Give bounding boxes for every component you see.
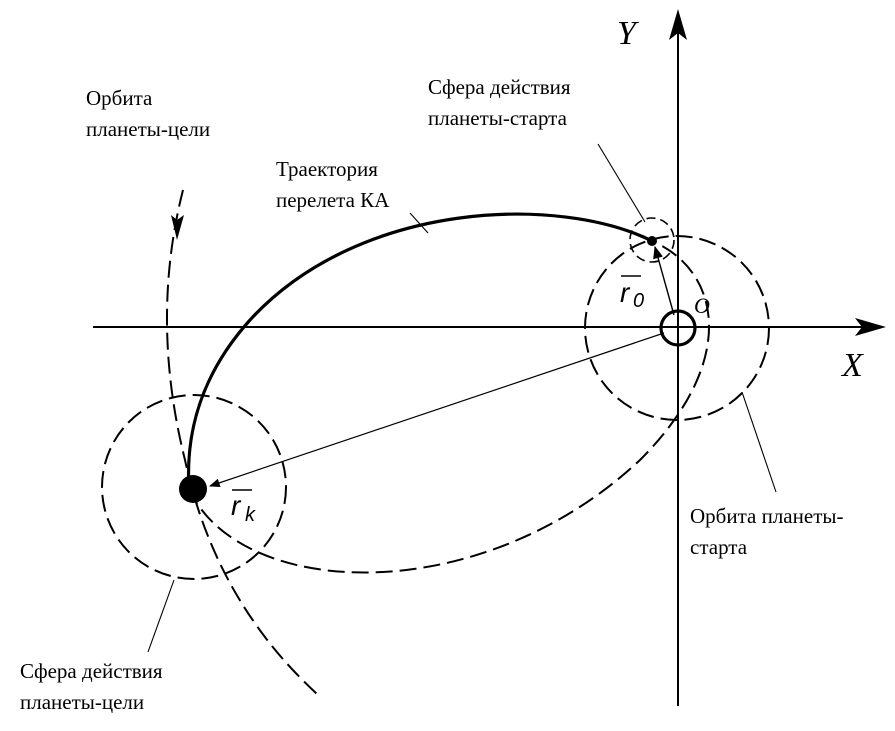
y-axis-arrow (669, 9, 687, 40)
target-orbit-label: Орбита планеты-цели (86, 86, 210, 141)
sun-circle (659, 309, 697, 347)
r0-vector (653, 245, 675, 316)
target-orbit-direction-arrow (171, 215, 184, 240)
y-axis-label: Y (617, 15, 639, 52)
start-sphere-of-action (629, 217, 675, 263)
start-planet-orbit (584, 235, 770, 421)
svg-text:0: 0 (633, 290, 644, 312)
transfer-trajectory-leader (409, 212, 429, 234)
transfer-ellipse-dashed (188, 240, 710, 574)
svg-text:r: r (231, 490, 242, 521)
transfer-trajectory-label: Траектория перелета КА (276, 157, 390, 212)
rk-vector (208, 332, 665, 487)
x-axis-label: X (840, 347, 864, 384)
target-sphere-leader (147, 579, 175, 653)
r0-label: r 0 (620, 275, 644, 312)
transfer-trajectory-solid (186, 212, 653, 490)
target-planet-dot (179, 475, 207, 503)
start-orbit-leader (741, 391, 777, 493)
start-sphere-label: Сфера действия планеты-старта (428, 75, 576, 130)
origin-label: O (694, 293, 710, 318)
start-planet-dot (647, 236, 657, 246)
target-planet-orbit (166, 189, 318, 695)
target-sphere-of-action (101, 394, 287, 580)
rk-label: r k (231, 489, 256, 526)
svg-text:k: k (245, 504, 256, 526)
target-sphere-label: Сфера действия планеты-цели (20, 659, 168, 714)
start-orbit-label: Орбита планеты- старта (690, 504, 849, 559)
start-sphere-leader (597, 143, 646, 223)
x-axis-arrow (855, 318, 886, 336)
svg-text:r: r (620, 277, 631, 308)
